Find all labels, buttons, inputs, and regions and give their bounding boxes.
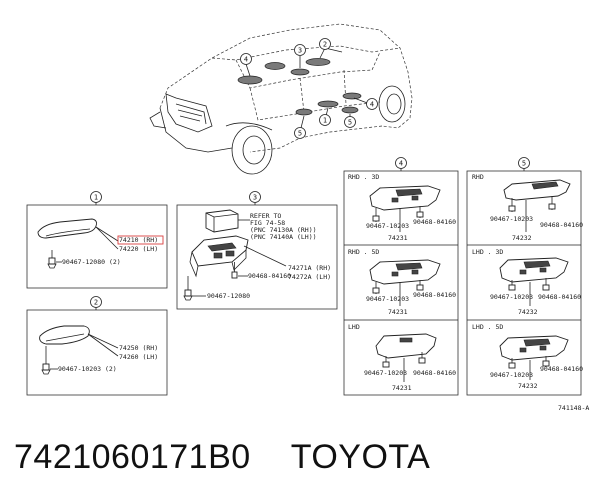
panel-4-cell-1-part: 74231: [388, 234, 408, 242]
panel-4-cell-2-part: 74231: [388, 308, 408, 316]
part-number: 7421060171B0: [14, 438, 251, 476]
screw-icon: [41, 346, 51, 375]
panel-4-cell-2-header: RHD . 5D: [348, 248, 379, 256]
panel-5-cell-1-screw: 90467-10203: [490, 215, 533, 223]
vehicle-callout-2: 2: [319, 38, 331, 50]
panel-2: 2 90467-10203 (2) 74250 (RH) 74260 (LH): [26, 296, 168, 396]
panel-4-cell-1-header: RHD . 3D: [348, 173, 379, 181]
panel-2-part-rh: 74250 (RH): [119, 344, 158, 352]
panel-3-refer-2: FIG 74-58: [250, 219, 285, 227]
highlighted-part-box: [117, 235, 164, 245]
panel-5-cell-1-header: RHD: [472, 173, 484, 181]
panel-5-cell-2: LHD . 3D 90467-10203 90468-04160 74232: [472, 248, 581, 316]
panel-4-cell-3-header: LHD: [348, 323, 360, 331]
door-handle-bezel: [191, 235, 249, 267]
panel-5-cell-1-clip: 90468-04160: [540, 221, 583, 229]
vehicle-callout-4: 4: [240, 53, 252, 65]
panel-4-cell-3-part: 74231: [392, 384, 412, 392]
panel-4-cell-3-clip: 90468-04160: [413, 369, 456, 377]
clip-icon: [231, 262, 238, 279]
caption: 7421060171B0 TOYOTA: [14, 438, 430, 477]
svg-text:1: 1: [323, 117, 327, 125]
panel-5-cell-3: LHD . 5D 90467-10203 90468-04160 74232: [472, 323, 583, 390]
svg-text:4: 4: [370, 101, 374, 109]
vehicle-callout-3: 3: [294, 44, 306, 56]
panel-4-cell-2: RHD . 5D 90467-10203 90468-04160 74231: [348, 248, 456, 316]
panel-1: 1 90467-12080 (2) 74210 (RH) 74220 (LH): [26, 191, 168, 289]
panel-2-number: 2: [94, 299, 98, 307]
panel-3-part-rh: 74271A (RH): [288, 264, 331, 272]
panel-4-cell-2-clip: 90468-04160: [413, 291, 456, 299]
panel-5-cell-3-part: 74232: [518, 382, 538, 390]
panel-2-screw-label: 90467-10203 (2): [58, 365, 117, 373]
panel-5-cell-1-part: 74232: [512, 234, 532, 242]
svg-text:2: 2: [323, 41, 327, 49]
assist-grip-trim: [37, 218, 97, 239]
panel-1-number: 1: [94, 194, 98, 202]
panel-2-part-lh: 74260 (LH): [119, 353, 158, 361]
panel-3-number: 3: [253, 194, 257, 202]
panel-4-cell-2-screw: 90467-10203: [366, 295, 409, 303]
panel-5-cell-3-screw: 90467-10203: [490, 371, 533, 379]
panel-3: 3 REFER TO FIG 74-58 (PNC 74130A (RH)) (…: [176, 191, 338, 310]
panel-4-cell-1-clip: 90468-04160: [413, 218, 456, 226]
svg-text:5: 5: [298, 130, 302, 138]
figure-code: 741148-A: [558, 404, 589, 412]
panel-4: 4 RHD . 3D 90467-10203 90468-04160 74231…: [343, 157, 459, 396]
parts-diagram: 4 3 2 1 5 5 4 1: [26, 23, 589, 412]
panel-3-refer-3: (PNC 74130A (RH)): [250, 226, 317, 234]
panel-3-refer-4: (PNC 74140A (LH)): [250, 233, 317, 241]
panel-1-screw-label: 90467-12080 (2): [62, 258, 121, 266]
vehicle-illustration: [149, 23, 413, 175]
panel-5: 5 RHD 90467-10203 90468-04160 74232 LHD …: [466, 157, 583, 396]
vehicle-callout-1: 1: [319, 114, 331, 126]
svg-text:5: 5: [348, 119, 352, 127]
panel-3-screw-label: 90467-12080: [207, 292, 250, 300]
panel-3-clip-label: 90468-04160: [248, 272, 291, 280]
vehicle-callout-4b: 4: [366, 98, 378, 110]
panel-4-cell-1: RHD . 3D 90467-10203 90468-04160 74231: [348, 173, 456, 242]
svg-text:4: 4: [244, 56, 248, 64]
vehicle-callout-5a: 5: [294, 127, 306, 139]
roof-trim-cover: [39, 325, 90, 345]
vehicle-callout-5b: 5: [344, 116, 356, 128]
panel-5-cell-1: RHD 90467-10203 90468-04160 74232: [472, 173, 583, 242]
panel-5-cell-2-clip: 90468-04160: [538, 293, 581, 301]
svg-text:3: 3: [298, 47, 302, 55]
panel-5-cell-2-part: 74232: [518, 308, 538, 316]
panel-1-part-rh: 74210 (RH): [119, 236, 158, 244]
panel-5-cell-2-screw: 90467-10203: [490, 293, 533, 301]
panel-4-cell-3: LHD 90467-10203 90468-04160 74231: [348, 323, 456, 392]
panel-5-cell-3-clip: 90468-04160: [540, 365, 583, 373]
panel-3-refer-1: REFER TO: [250, 212, 281, 220]
panel-5-cell-2-header: LHD . 3D: [472, 248, 503, 256]
panel-5-cell-3-header: LHD . 5D: [472, 323, 503, 331]
panel-5-number: 5: [522, 160, 526, 168]
brand-name: TOYOTA: [290, 438, 431, 476]
panel-4-cell-1-screw: 90467-10203: [366, 222, 409, 230]
screw-icon: [183, 276, 193, 301]
panel-3-part-lh: 74272A (LH): [288, 273, 331, 281]
screw-icon: [47, 250, 57, 269]
panel-4-cell-3-screw: 90467-10203: [364, 369, 407, 377]
panel-1-part-lh: 74220 (LH): [119, 245, 158, 253]
panel-4-number: 4: [399, 160, 403, 168]
